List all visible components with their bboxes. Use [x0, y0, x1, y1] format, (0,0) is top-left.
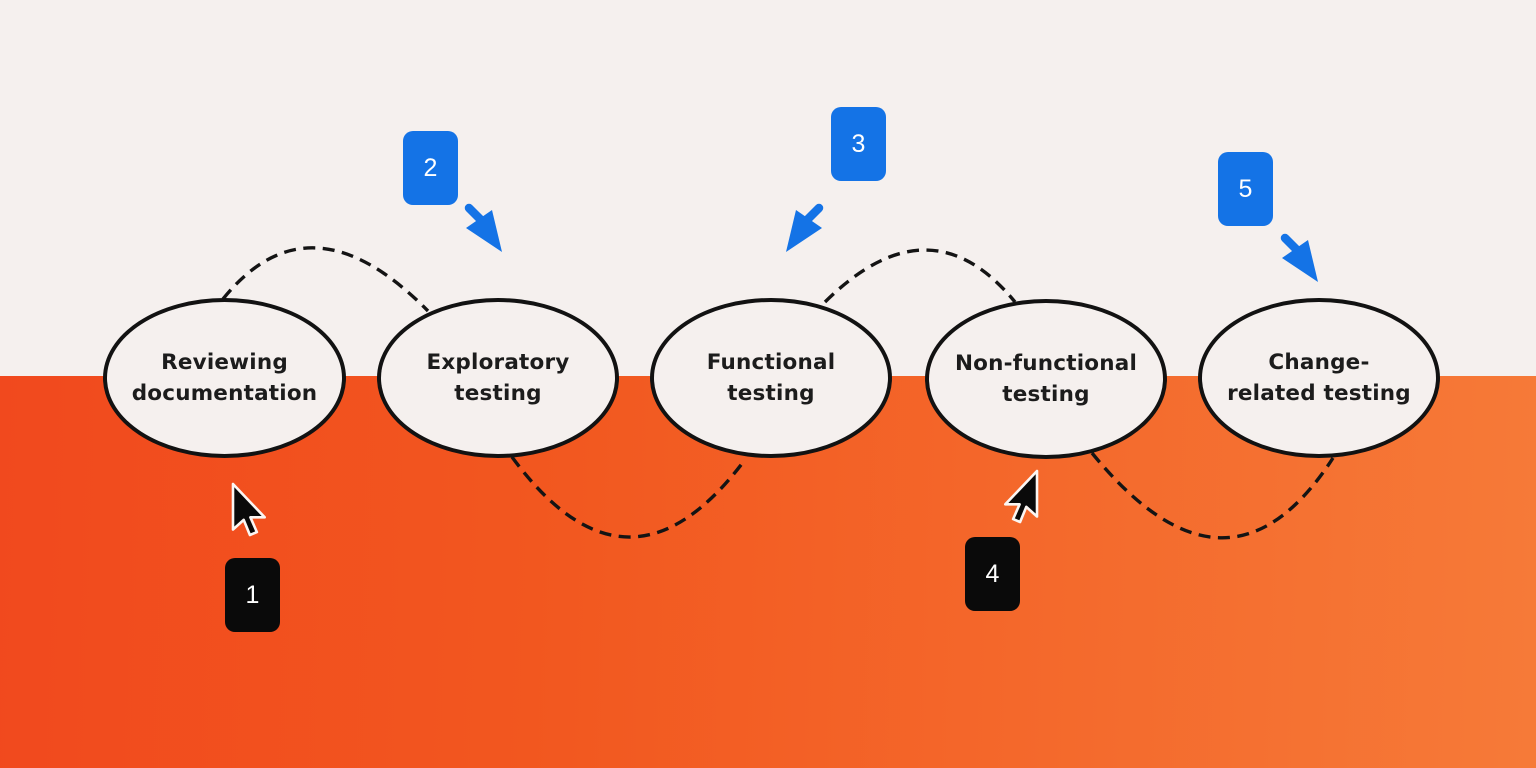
step-badge-3: 3 — [831, 107, 886, 181]
step-number: 1 — [245, 580, 260, 609]
step-label-line: testing — [727, 381, 815, 406]
step-label-line: documentation — [131, 381, 318, 406]
cursor-shape — [231, 482, 266, 537]
step-label-line: Exploratory — [426, 350, 570, 375]
dashed-arc-step4-step5 — [1090, 451, 1335, 540]
blue-arrow-icon — [1280, 233, 1318, 282]
dashed-arcs — [221, 246, 1335, 540]
blue-arrow-tail — [802, 203, 824, 225]
process-ellipse-step4: Non-functional testing — [925, 299, 1167, 459]
step-number: 3 — [851, 129, 866, 158]
step-label-line: Functional — [706, 350, 836, 375]
step-label-line: testing — [454, 381, 542, 406]
step-label-line: related testing — [1227, 381, 1411, 406]
process-ellipse-step1: Reviewing documentation — [103, 298, 346, 458]
blue-arrow-icon — [464, 203, 502, 252]
cursor-shape — [1004, 469, 1039, 524]
step-label-line: Reviewing — [161, 350, 288, 375]
dashed-arc-step1-step2 — [221, 246, 430, 313]
dashed-arc-step2-step3 — [510, 455, 746, 539]
blue-arrow-tail — [1280, 233, 1302, 255]
black-cursor-icon — [231, 482, 266, 537]
step-number: 2 — [423, 153, 438, 182]
process-ellipse-step2: Exploratory testing — [377, 298, 619, 458]
step-label-line: Non-functional — [954, 351, 1138, 376]
step-label-line: testing — [1002, 382, 1090, 407]
step-badge-1: 1 — [225, 558, 280, 632]
blue-arrow-head — [466, 210, 502, 252]
step-label-line: Change- — [1268, 350, 1370, 375]
blue-arrow-head — [786, 210, 822, 252]
process-ellipse-step3: Functional testing — [650, 298, 892, 458]
process-ellipse-step5: Change- related testing — [1198, 298, 1440, 458]
blue-arrow-tail — [464, 203, 486, 225]
step-badge-4: 4 — [965, 537, 1020, 611]
dashed-arc-step3-step4 — [823, 248, 1017, 304]
step-number: 5 — [1238, 174, 1253, 203]
step-badge-2: 2 — [403, 131, 458, 205]
step-number: 4 — [985, 559, 1000, 588]
blue-arrow-icon — [786, 203, 824, 252]
black-cursor-icon — [1004, 469, 1039, 524]
step-badge-5: 5 — [1218, 152, 1273, 226]
blue-arrow-head — [1282, 240, 1318, 282]
